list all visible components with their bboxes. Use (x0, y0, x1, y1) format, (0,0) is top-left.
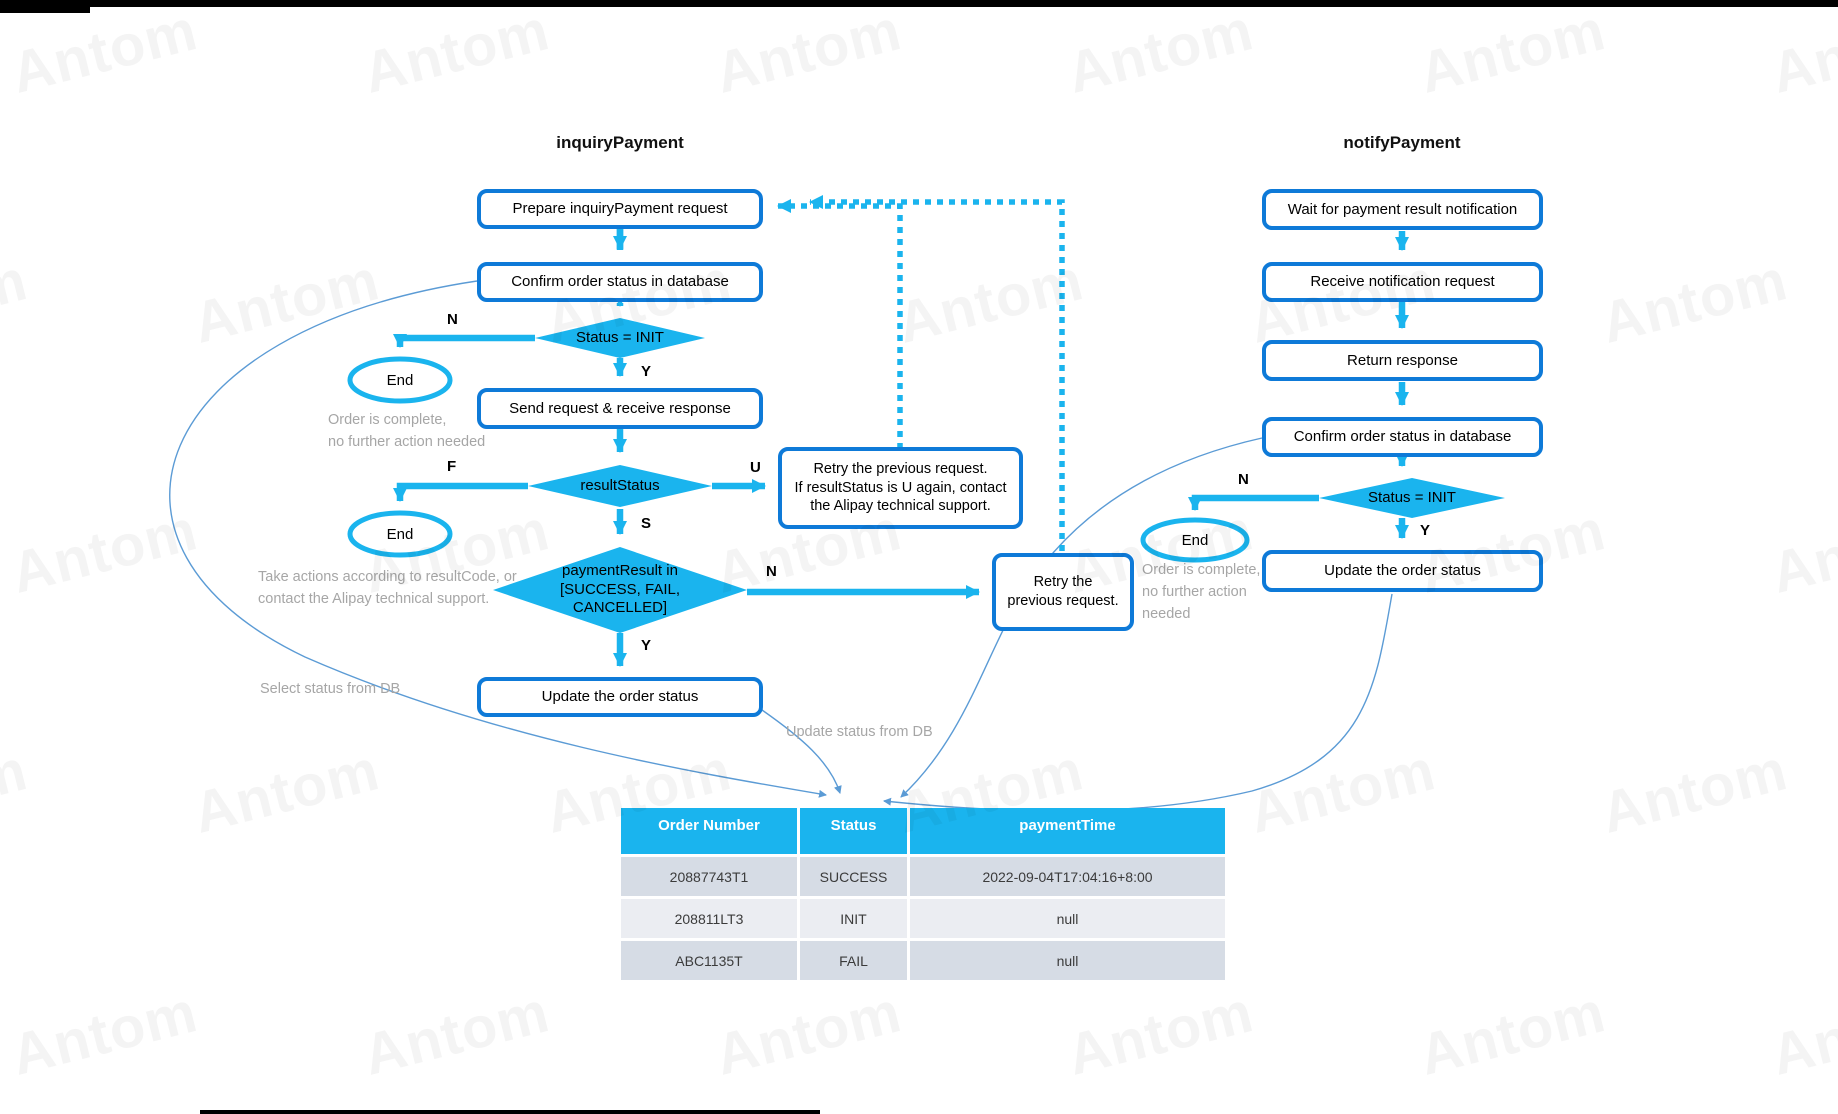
annotation-select-status: Select status from DB (260, 681, 401, 697)
inquiry-flow-title: inquiryPayment (556, 133, 684, 152)
cell-order-number: 20887743T1 (621, 857, 800, 896)
diamond-result-status-label: resultStatus (580, 476, 660, 494)
end-terminators (347, 356, 1250, 563)
order-status-table: Order Number Status paymentTime 20887743… (621, 808, 1225, 980)
edge-label-n-notify: N (1238, 471, 1249, 488)
annotation-order-complete-right: Order is complete, no further action nee… (1142, 562, 1261, 622)
cell-status: SUCCESS (800, 857, 910, 896)
notify-flow-title: notifyPayment (1343, 133, 1461, 152)
node-retry-contact-support: Retry the previous request. If resultSta… (778, 447, 1023, 529)
dashed-retry1-to-prepare (777, 199, 903, 449)
end-label-2: End (386, 525, 414, 543)
node-retry-previous-request: Retry the previous request. (992, 553, 1134, 631)
end-ellipse-2 (347, 510, 453, 558)
top-edge-bar (0, 0, 1838, 7)
flow-arrows (393, 229, 1409, 667)
diamond-status-init-label: Status = INIT (576, 328, 664, 346)
edge-label-s: S (641, 515, 652, 532)
edge-label-n2: N (766, 563, 777, 580)
cell-payment-time: null (910, 941, 1225, 980)
annotation-take-actions: Take actions according to resultCode, or… (258, 569, 517, 607)
cell-payment-time: null (910, 899, 1225, 938)
node-confirm-order-status-notify: Confirm order status in database (1262, 417, 1543, 457)
top-left-block (0, 0, 90, 13)
table-header-status: Status (800, 808, 910, 854)
edge-label-n1: N (447, 311, 458, 328)
edge-label-y-notify: Y (1420, 522, 1431, 539)
retry-loop-connectors (777, 195, 1065, 551)
table-header-payment-time: paymentTime (910, 808, 1225, 854)
node-send-request: Send request & receive response (477, 388, 763, 429)
decision-diamonds (493, 318, 1505, 633)
end-label-notify: End (1181, 531, 1209, 549)
table-row: 208811LT3 INIT null (621, 899, 1225, 938)
edge-label-y1: Y (641, 363, 652, 380)
node-return-response: Return response (1262, 340, 1543, 381)
edge-label-f: F (447, 458, 457, 475)
diamond-status-init (535, 318, 705, 358)
table-header-order-number: Order Number (621, 808, 800, 854)
diamond-payment-result (493, 547, 747, 633)
curve-select-status-from-db (169, 280, 827, 798)
cell-payment-time: 2022-09-04T17:04:16+8:00 (910, 857, 1225, 896)
edge-label-y2: Y (641, 637, 652, 654)
cell-status: FAIL (800, 941, 910, 980)
diamond-payment-result-label: paymentResult in [SUCCESS, FAIL, CANCELL… (559, 561, 681, 617)
end-ellipse-notify (1140, 517, 1250, 563)
dashed-retry2-to-prepare (809, 195, 1065, 551)
node-update-order-status: Update the order status (477, 677, 763, 717)
bottom-edge-bar (200, 1110, 820, 1114)
cell-order-number: 208811LT3 (621, 899, 800, 938)
cell-status: INIT (800, 899, 910, 938)
curve-notify-update-to-db (883, 593, 1393, 812)
table-row: ABC1135T FAIL null (621, 941, 1225, 980)
node-update-order-status-notify: Update the order status (1262, 550, 1543, 592)
annotation-update-status: Update status from DB (786, 724, 933, 740)
diamond-status-init-notify (1319, 478, 1505, 518)
curve-update-status-from-db (761, 709, 842, 794)
annotation-order-complete-left: Order is complete, no further action nee… (328, 412, 486, 450)
node-receive-notification: Receive notification request (1262, 262, 1543, 302)
diamond-result-status (528, 465, 712, 507)
node-confirm-order-status: Confirm order status in database (477, 262, 763, 302)
table-header-row: Order Number Status paymentTime (621, 808, 1225, 854)
node-prepare-inquiry-request: Prepare inquiryPayment request (477, 189, 763, 229)
edge-label-u: U (750, 459, 761, 476)
node-wait-notification: Wait for payment result notification (1262, 189, 1543, 230)
diamond-status-init-notify-label: Status = INIT (1368, 488, 1456, 506)
cell-order-number: ABC1135T (621, 941, 800, 980)
end-ellipse-1 (347, 356, 453, 404)
table-row: 20887743T1 SUCCESS 2022-09-04T17:04:16+8… (621, 857, 1225, 896)
end-label-1: End (386, 371, 414, 389)
